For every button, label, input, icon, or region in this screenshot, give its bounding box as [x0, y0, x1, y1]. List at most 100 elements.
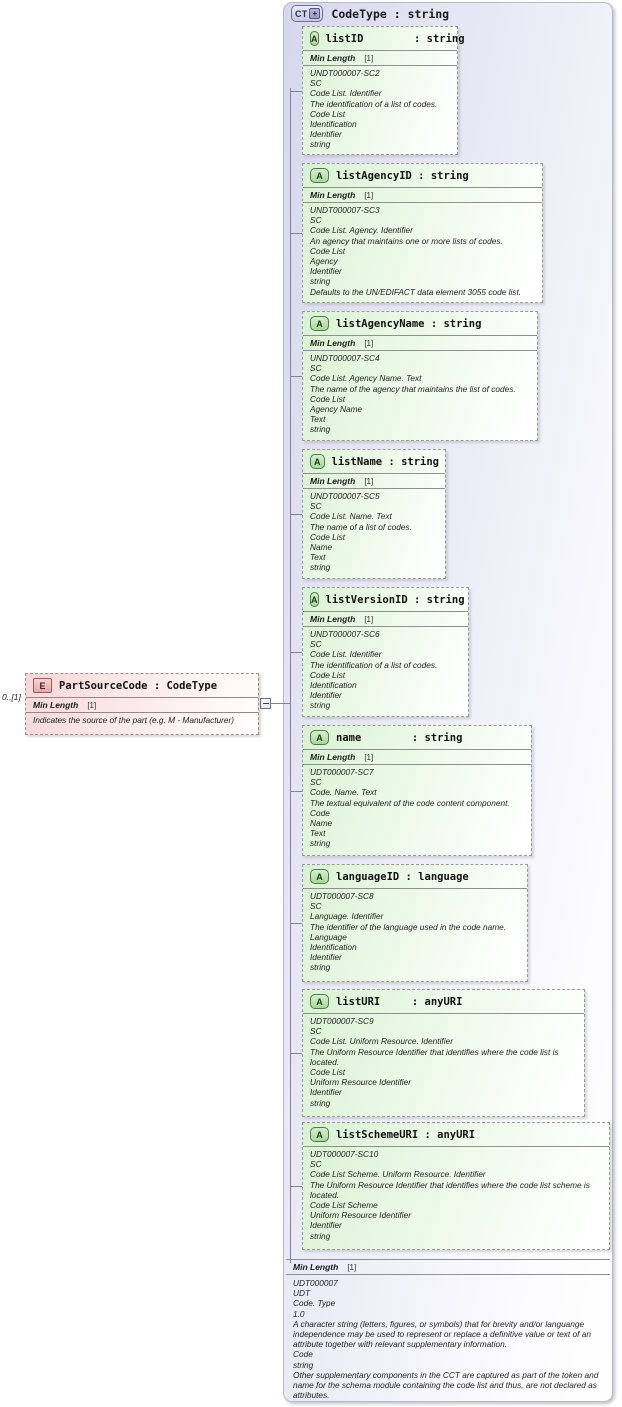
- doc-line: UNDT000007-SC2: [310, 68, 380, 78]
- documentation-block: Indicates the source of the part (e.g. M…: [26, 712, 258, 729]
- attribute-box-listSchemeURI[interactable]: A listSchemeURI : anyURI UDT000007-SC10 …: [302, 1122, 610, 1250]
- complex-type-icon[interactable]: CT +: [291, 5, 324, 22]
- doc-line: Code List. Identifier: [310, 88, 382, 99]
- doc-line: Code List: [310, 531, 346, 542]
- connector-branch: [290, 233, 302, 234]
- complex-type-icon-label: CT: [295, 8, 308, 19]
- facet-value: [1]: [347, 1263, 357, 1272]
- doc-line: Code List Scheme. Uniform Resource. Iden…: [310, 1169, 486, 1180]
- doc-line: UNDT000007-SC6: [310, 629, 380, 639]
- doc-line: Code List. Agency. Identifier: [310, 225, 413, 236]
- doc-line: Language. Identifier: [310, 911, 384, 922]
- doc-line: Identifier: [310, 266, 342, 277]
- documentation-block: UDT000007-SC7 SC Code. Name. Text The te…: [303, 764, 531, 853]
- doc-line: An agency that maintains one or more lis…: [310, 235, 503, 246]
- complex-type-documentation: Min Length [1] UDT000007 UDT Code. Type …: [286, 1259, 610, 1404]
- doc-line: string: [310, 700, 331, 711]
- cardinality-label: 0..[1]: [2, 692, 21, 702]
- attribute-icon: A: [310, 869, 329, 884]
- attribute-box-listAgencyID[interactable]: A listAgencyID : string Min Length [1] U…: [302, 163, 543, 303]
- connector-branch: [290, 791, 302, 792]
- attribute-box-name[interactable]: A name : string Min Length [1] UDT000007…: [302, 725, 532, 856]
- doc-line: Identifier: [310, 1087, 342, 1098]
- attribute-box-listID[interactable]: A listID : string Min Length [1] UNDT000…: [302, 26, 465, 155]
- doc-line: Indicates the source of the part (e.g. M…: [33, 715, 235, 725]
- attribute-title: listAgencyName : string: [336, 317, 482, 330]
- connector-branch: [290, 376, 302, 377]
- complex-type-header[interactable]: CT + CodeType : string: [291, 5, 449, 22]
- facet-value: [1]: [364, 753, 374, 762]
- doc-line: Agency Name: [310, 404, 363, 415]
- doc-line: Code List. Identifier: [310, 649, 382, 660]
- doc-line: SC: [310, 215, 322, 226]
- doc-line: Uniform Resource Identifier: [310, 1210, 411, 1221]
- doc-line: SC: [310, 901, 322, 912]
- facet-name: Min Length: [310, 53, 356, 63]
- doc-line: Code List: [310, 669, 346, 680]
- facet-value: [1]: [87, 701, 97, 710]
- complex-type-title: CodeType : string: [331, 6, 450, 21]
- doc-line: The name of a list of codes.: [310, 521, 412, 532]
- attribute-box-languageID[interactable]: A languageID : language UDT000007-SC8 SC…: [302, 864, 528, 982]
- attribute-box-listAgencyName[interactable]: A listAgencyName : string Min Length [1]…: [302, 311, 538, 441]
- documentation-block: UDT000007 UDT Code. Type 1.0 A character…: [286, 1275, 610, 1404]
- doc-line: The identification of a list of codes.: [310, 98, 438, 109]
- doc-line: Code List. Agency Name. Text: [310, 373, 422, 384]
- element-box-PartSourceCode[interactable]: E PartSourceCode : CodeType Min Length […: [25, 673, 259, 735]
- connector-branch: [290, 923, 302, 924]
- attribute-header: A listID : string: [303, 27, 465, 50]
- doc-line: Language: [310, 931, 347, 942]
- documentation-block: UDT000007-SC9 SC Code List. Uniform Reso…: [303, 1013, 584, 1112]
- doc-line: Text: [310, 828, 326, 839]
- facet-name: Min Length: [33, 700, 79, 710]
- attribute-icon: A: [310, 994, 329, 1009]
- doc-line: UDT000007-SC10: [310, 1149, 379, 1159]
- doc-line: Other supplementary components in the CC…: [293, 1369, 599, 1401]
- attribute-icon: A: [310, 454, 325, 469]
- attribute-title: listVersionID : string: [325, 593, 465, 606]
- doc-line: string: [310, 276, 331, 287]
- element-header: E PartSourceCode : CodeType: [26, 674, 258, 697]
- doc-line: Identifier: [310, 690, 342, 701]
- doc-line: Name: [310, 818, 333, 829]
- facet-row: Min Length [1]: [303, 473, 445, 488]
- attribute-icon: A: [310, 1127, 329, 1142]
- doc-line: string: [310, 139, 331, 150]
- doc-line: UDT: [293, 1288, 311, 1299]
- doc-line: SC: [310, 639, 322, 650]
- attribute-box-listURI[interactable]: A listURI : anyURI UDT000007-SC9 SC Code…: [302, 989, 585, 1117]
- doc-line: The name of the agency that maintains th…: [310, 383, 516, 394]
- expand-plus-icon[interactable]: +: [309, 8, 321, 19]
- facet-row: Min Length [1]: [26, 697, 258, 712]
- documentation-block: UNDT000007-SC5 SC Code List. Name. Text …: [303, 488, 445, 577]
- facet-name: Min Length: [310, 338, 356, 348]
- doc-line: Text: [310, 414, 326, 425]
- doc-line: Identification: [310, 942, 357, 953]
- doc-line: Identifier: [310, 1220, 342, 1231]
- collapse-toggle-icon[interactable]: [260, 698, 271, 709]
- doc-line: The textual equivalent of the code conte…: [310, 797, 510, 808]
- doc-line: Identifier: [310, 952, 342, 963]
- connector-trunk: [290, 88, 291, 1263]
- doc-line: Code List: [310, 245, 346, 256]
- doc-line: string: [293, 1359, 314, 1370]
- doc-line: string: [310, 424, 331, 435]
- doc-line: The identification of a list of codes.: [310, 659, 438, 670]
- doc-line: Agency: [310, 256, 338, 267]
- attribute-icon: A: [310, 168, 329, 183]
- doc-line: UNDT000007-SC4: [310, 353, 380, 363]
- doc-line: SC: [310, 1159, 322, 1170]
- facet-value: [1]: [364, 191, 374, 200]
- doc-line: Code List. Name. Text: [310, 511, 392, 522]
- attribute-box-listVersionID[interactable]: A listVersionID : string Min Length [1] …: [302, 587, 469, 717]
- element-title: PartSourceCode : CodeType: [59, 679, 218, 692]
- documentation-block: UNDT000007-SC6 SC Code List. Identifier …: [303, 626, 468, 715]
- attribute-box-listName[interactable]: A listName : string Min Length [1] UNDT0…: [302, 449, 446, 579]
- element-icon: E: [33, 678, 52, 693]
- doc-line: string: [310, 562, 331, 573]
- facet-name: Min Length: [310, 476, 356, 486]
- attribute-header: A listVersionID : string: [303, 588, 468, 611]
- documentation-block: UDT000007-SC10 SC Code List Scheme. Unif…: [303, 1146, 609, 1245]
- connector-line: [271, 703, 291, 704]
- attribute-header: A name : string: [303, 726, 531, 749]
